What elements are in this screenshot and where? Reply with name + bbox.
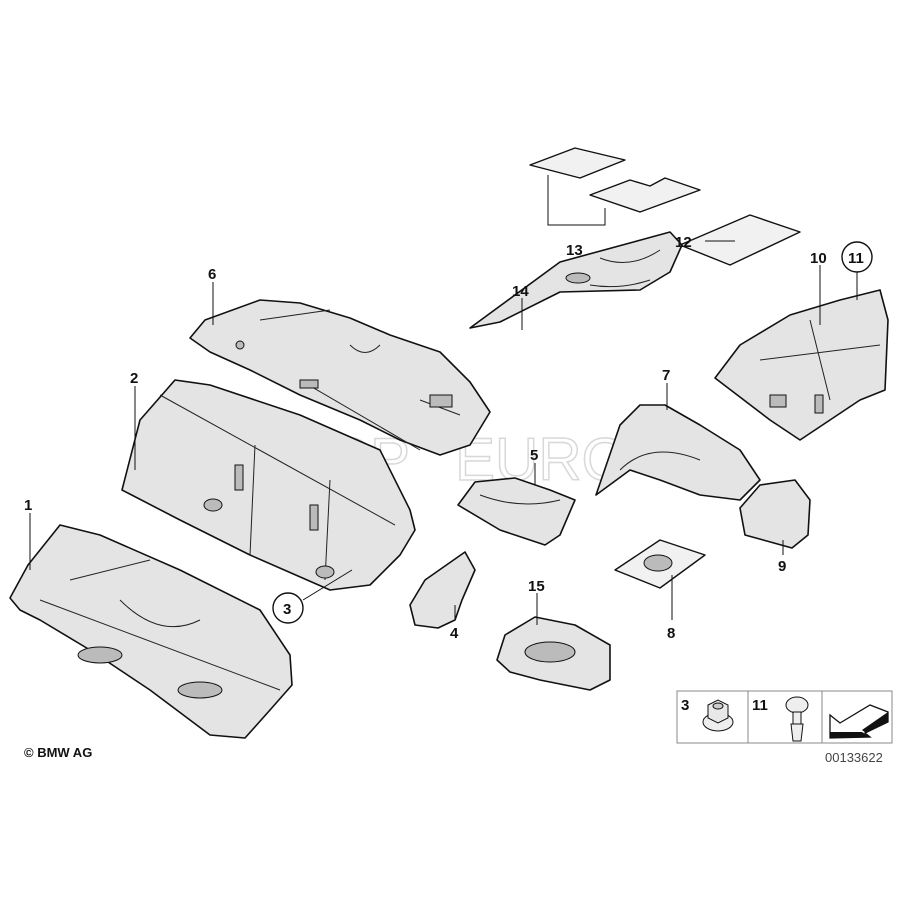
part-8-pad[interactable] [614, 539, 706, 589]
nut-icon [702, 699, 734, 732]
part-15-spare-wheel-insulation[interactable] [496, 616, 611, 691]
part-14-panel[interactable] [469, 231, 683, 329]
part-9-insulation-block[interactable] [739, 479, 811, 549]
copyright: © BMW AG [24, 745, 92, 760]
clip-icon [785, 696, 809, 742]
part-7-wheel-arch-insulation[interactable] [595, 404, 761, 501]
label-7: 7 [662, 367, 670, 384]
part-10-trunk-side-trim[interactable] [714, 289, 889, 441]
part-6-parcel-shelf-insulation[interactable] [189, 299, 491, 456]
legend-item-11: 11 [752, 697, 768, 714]
part-2-rear-seat-insulation[interactable] [121, 379, 416, 591]
leader-lines [29, 175, 858, 625]
part-4-insulation-piece[interactable] [409, 551, 476, 629]
direction-arrow-icon [829, 704, 889, 739]
label-14: 14 [512, 283, 529, 300]
part-13-floor-mats[interactable] [529, 147, 701, 213]
label-11: 11 [848, 250, 864, 267]
label-12: 12 [675, 234, 692, 251]
label-13: 13 [566, 242, 583, 259]
label-8: 8 [667, 625, 675, 642]
label-6: 6 [208, 266, 216, 283]
label-2: 2 [130, 370, 138, 387]
part-12-mat[interactable] [679, 214, 801, 266]
diagram-code: 00133622 [825, 750, 883, 765]
label-3: 3 [283, 601, 291, 618]
part-5-insulation[interactable] [457, 477, 576, 546]
label-15: 15 [528, 578, 545, 595]
label-4: 4 [450, 625, 459, 642]
label-11-circle [841, 241, 873, 273]
hardware-legend-box: 3 11 [676, 690, 893, 744]
legend-item-3: 3 [681, 697, 689, 714]
label-1: 1 [24, 497, 32, 514]
label-10: 10 [810, 250, 827, 267]
label-9: 9 [778, 558, 786, 575]
part-1-floor-insulation[interactable] [9, 524, 293, 739]
label-5: 5 [530, 447, 538, 464]
label-3-circle [272, 592, 304, 624]
